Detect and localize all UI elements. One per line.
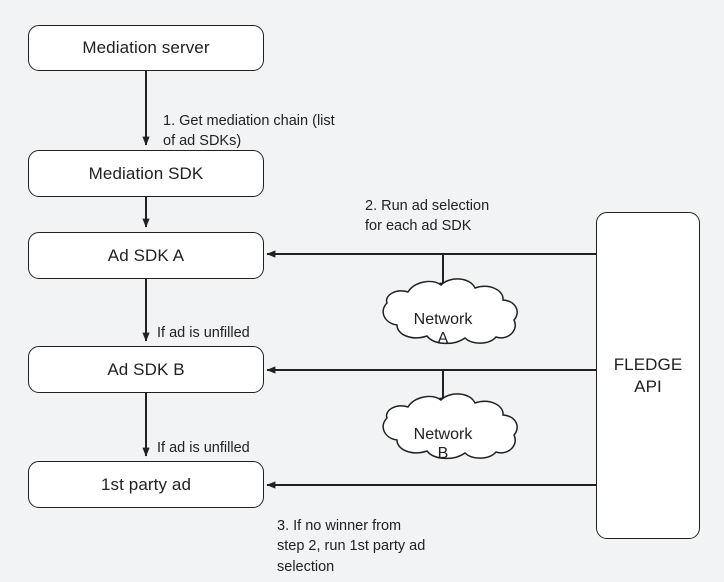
node-mediation-sdk-label: Mediation SDK — [88, 163, 204, 183]
step-1-text: 1. Get mediation chain (list of ad SDKs) — [163, 112, 335, 150]
node-mediation-server-label: Mediation server — [82, 38, 210, 58]
node-ad-sdk-a[interactable]: Ad SDK A — [28, 232, 264, 279]
edge-label-step-3: 3. If no winner from step 2, run 1st par… — [277, 495, 507, 577]
cloud-network-b-label: Network B — [383, 406, 503, 464]
step-2-text: 2. Run ad selection for each ad SDK — [365, 197, 490, 235]
node-ad-sdk-a-label: Ad SDK A — [107, 245, 185, 265]
node-mediation-server[interactable]: Mediation server — [28, 25, 264, 71]
cloud-network-a-label: Network A — [383, 291, 503, 349]
node-ad-sdk-b-label: Ad SDK B — [107, 359, 185, 379]
edge-label-step-1: 1. Get mediation chain (list of ad SDKs) — [163, 90, 383, 152]
edge-label-unfilled-a: If ad is unfilled — [157, 302, 327, 343]
unfilled-b-text: If ad is unfilled — [157, 439, 250, 456]
network-a-text: Network A — [413, 311, 473, 348]
network-b-text: Network B — [413, 426, 473, 463]
network-a-cloud-shape — [382, 278, 518, 345]
edge-label-step-2: 2. Run ad selection for each ad SDK — [365, 175, 550, 237]
node-ad-sdk-b[interactable]: Ad SDK B — [28, 346, 264, 393]
node-mediation-sdk[interactable]: Mediation SDK — [28, 150, 264, 197]
node-fledge-api-label: FLEDGE API — [613, 355, 683, 396]
node-first-party-ad[interactable]: 1st party ad — [28, 461, 264, 508]
unfilled-a-text: If ad is unfilled — [157, 324, 250, 341]
network-b-cloud-shape — [382, 393, 518, 460]
edge-label-unfilled-b: If ad is unfilled — [157, 417, 327, 458]
step-3-text: 3. If no winner from step 2, run 1st par… — [277, 517, 426, 575]
node-fledge-api[interactable]: FLEDGE API — [596, 212, 700, 539]
node-first-party-ad-label: 1st party ad — [100, 474, 192, 494]
